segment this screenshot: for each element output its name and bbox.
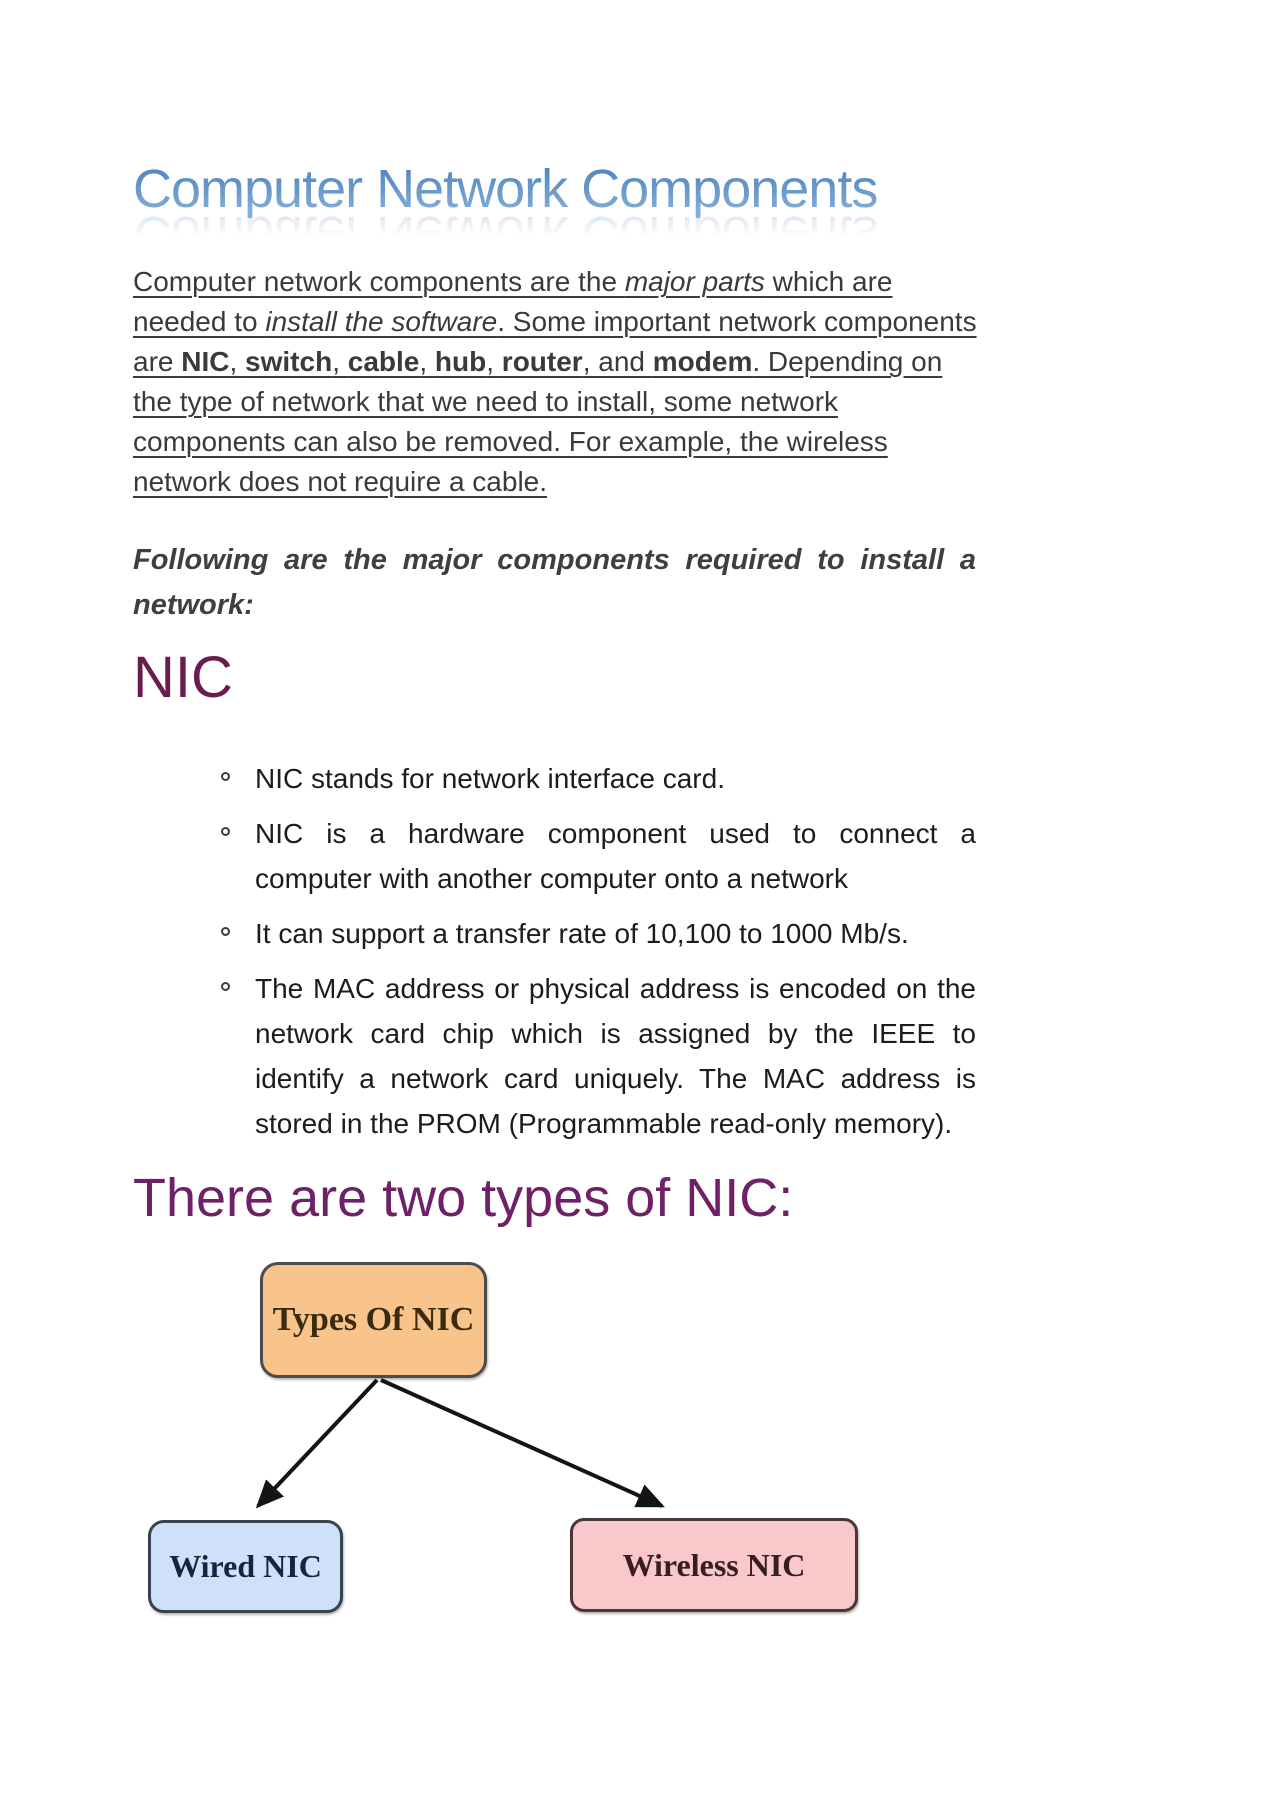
- document-title-reflection: Computer Network Components: [133, 204, 1133, 266]
- title-wordart: Computer Network Components Computer Net…: [133, 158, 1133, 266]
- document-title: Computer Network Components: [133, 158, 1133, 220]
- bullet-circle-icon: [221, 772, 230, 781]
- list-item: It can support a transfer rate of 10,100…: [133, 911, 976, 956]
- bullet-text: It can support a transfer rate of 10,100…: [255, 918, 909, 949]
- diagram-node-wireless-nic: Wireless NIC: [570, 1518, 858, 1612]
- nic-bullet-list: NIC stands for network interface card. N…: [133, 756, 976, 1156]
- list-item: NIC stands for network interface card.: [133, 756, 976, 801]
- arrow-to-wireless-nic: [380, 1378, 665, 1508]
- list-item: The MAC address or physical address is e…: [133, 966, 976, 1146]
- list-item: NIC is a hardware component used to conn…: [133, 811, 976, 901]
- nic-types-diagram: Types Of NIC Wired NIC Wireless NIC: [0, 1250, 1273, 1670]
- intro-paragraph: Computer network components are the majo…: [133, 266, 977, 497]
- bullet-text: The MAC address or physical address is e…: [255, 973, 976, 1139]
- bullet-circle-icon: [221, 827, 230, 836]
- bullet-circle-icon: [221, 982, 230, 991]
- lead-paragraph: Following are the major components requi…: [133, 544, 976, 621]
- nic-heading: NIC: [133, 645, 233, 710]
- diagram-node-wired-nic: Wired NIC: [148, 1520, 343, 1613]
- bullet-text: NIC stands for network interface card.: [255, 763, 725, 794]
- arrow-to-wired-nic: [255, 1378, 379, 1509]
- diagram-arrows: [255, 1378, 665, 1509]
- bullet-circle-icon: [221, 927, 230, 936]
- types-heading: There are two types of NIC:: [133, 1168, 794, 1228]
- bullet-text: NIC is a hardware component used to conn…: [255, 818, 976, 894]
- diagram-node-types-of-nic: Types Of NIC: [260, 1262, 487, 1378]
